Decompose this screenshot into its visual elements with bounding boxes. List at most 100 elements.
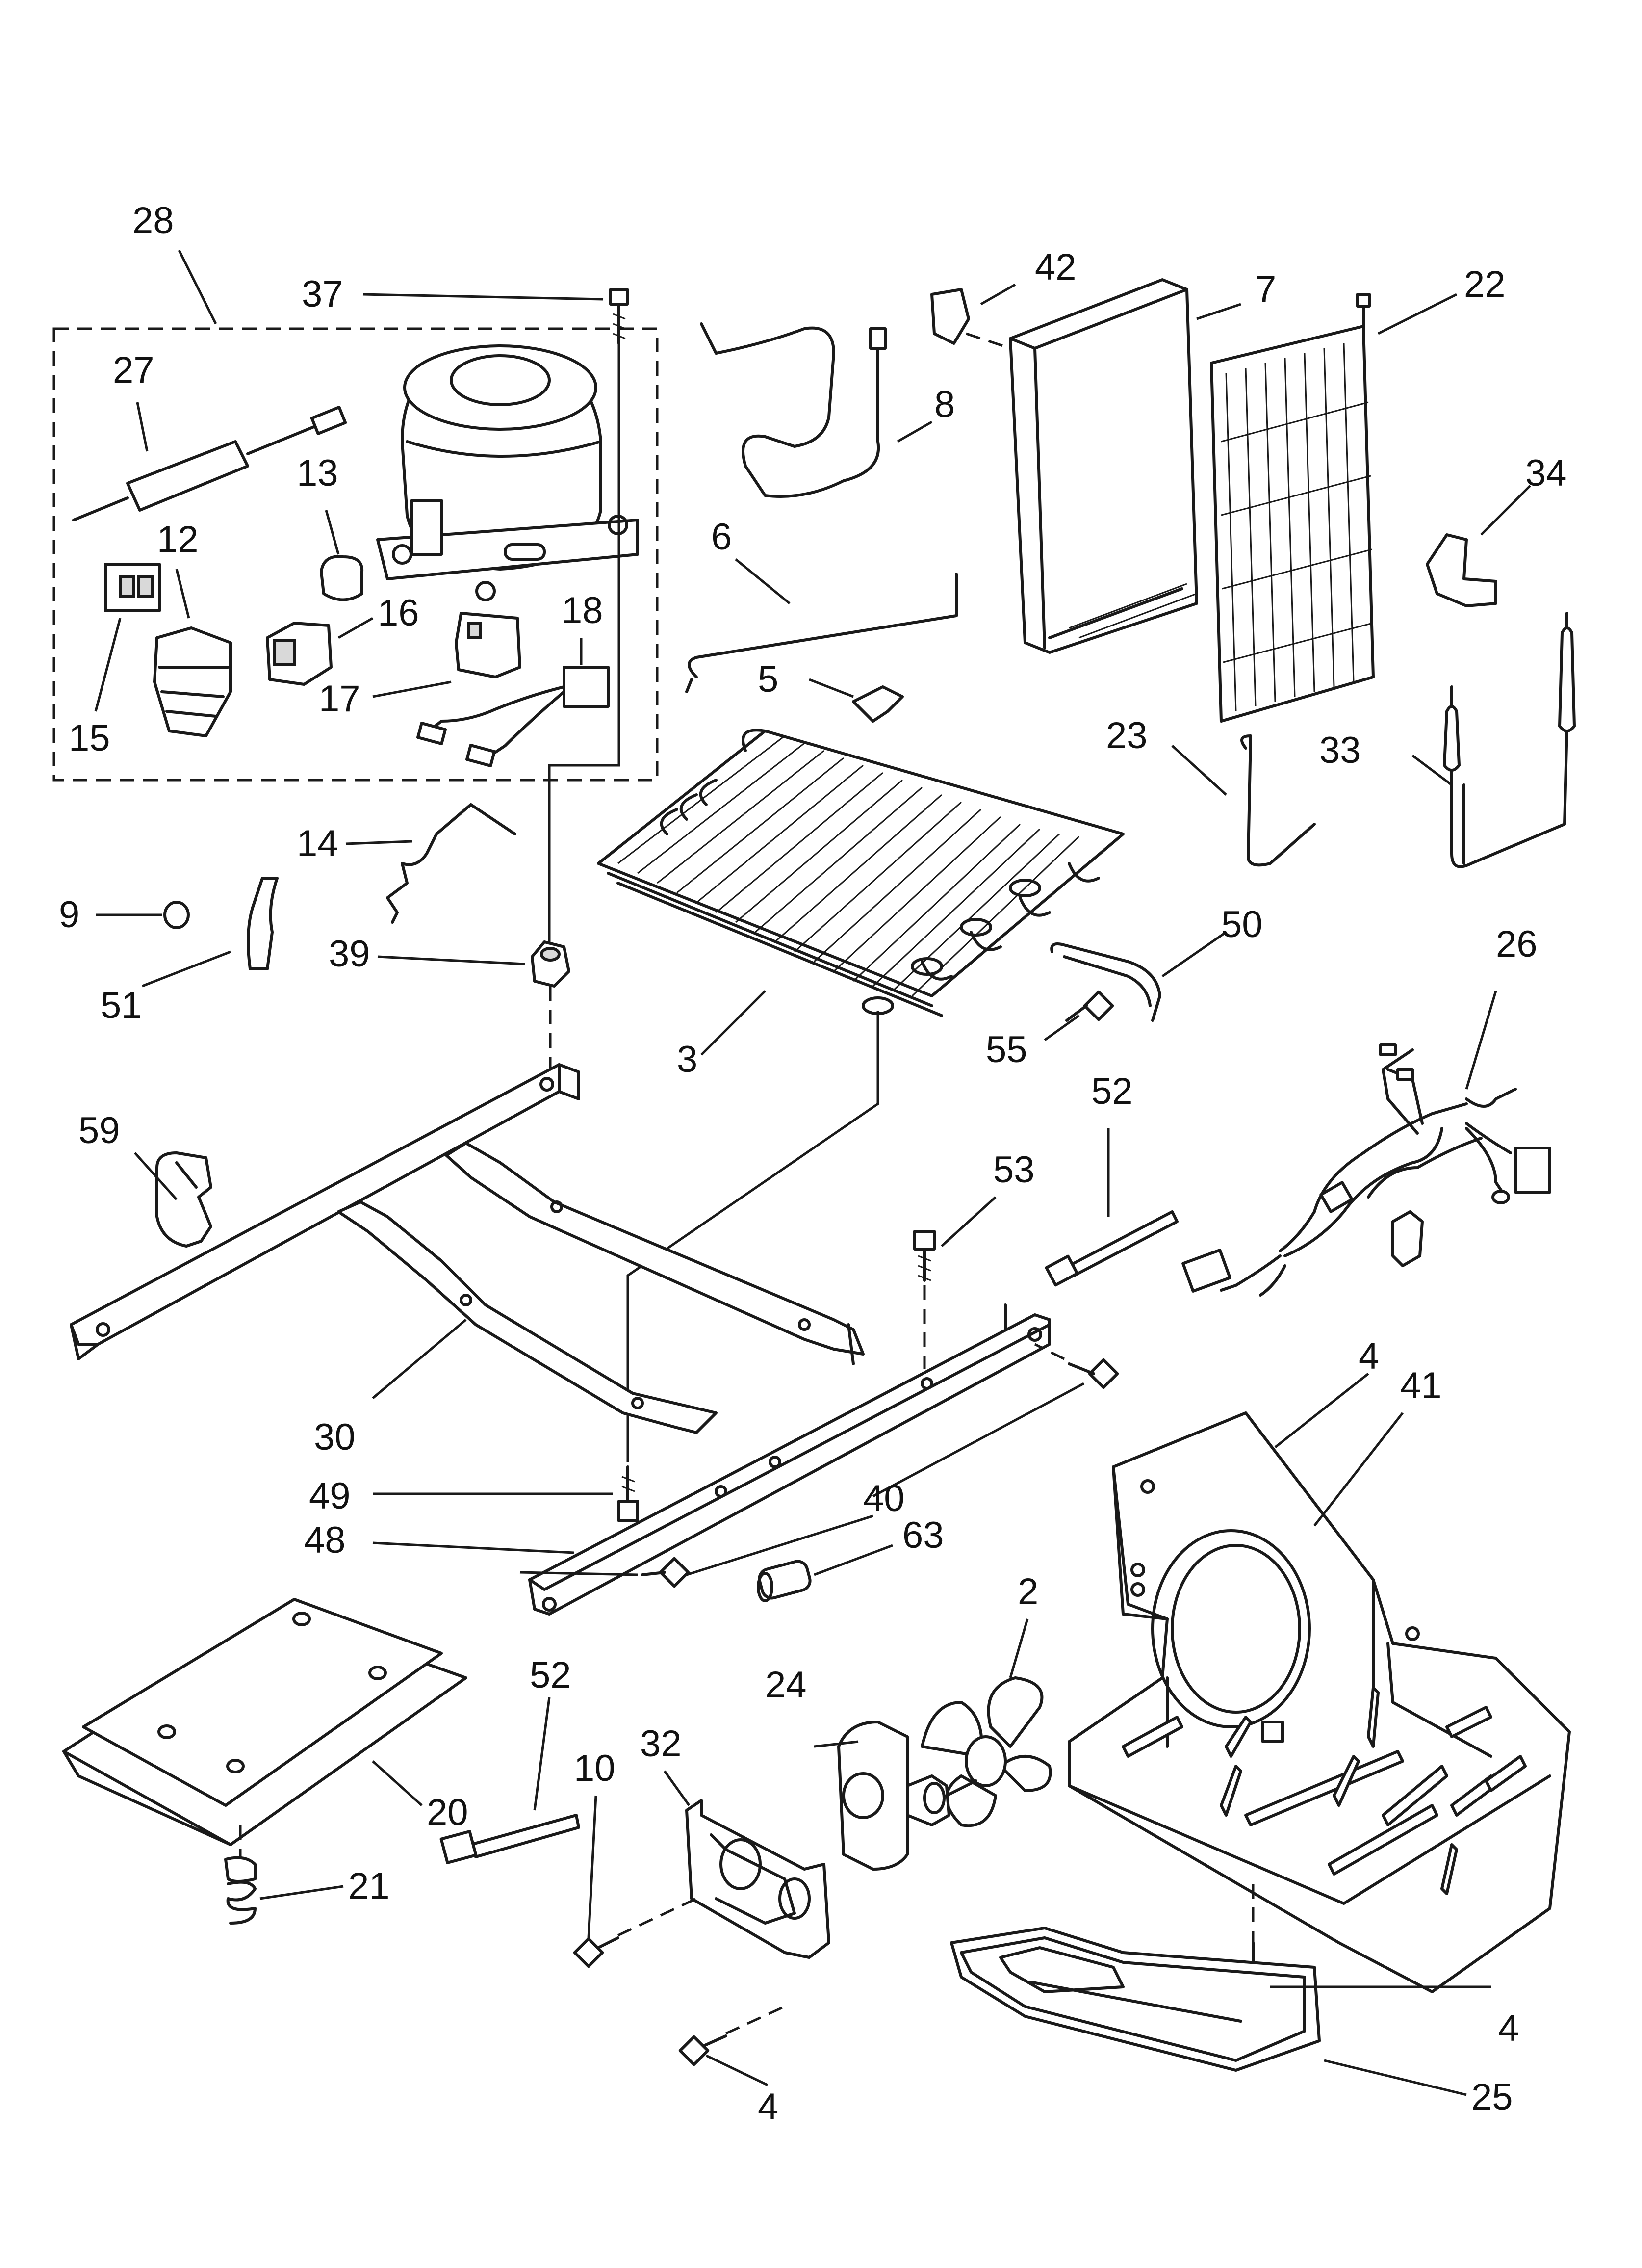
callout-13: 13 bbox=[297, 452, 338, 494]
callout-40: 40 bbox=[863, 1478, 905, 1519]
callout-37: 37 bbox=[302, 273, 343, 315]
spring-part[interactable] bbox=[224, 1856, 257, 1925]
overload-part[interactable] bbox=[104, 563, 161, 612]
drip-tray-cover[interactable] bbox=[62, 1598, 467, 1846]
base-frame[interactable] bbox=[70, 1063, 865, 1434]
cable-tie[interactable] bbox=[1045, 1210, 1179, 1287]
screw-icon bbox=[617, 1465, 639, 1522]
leader-37 bbox=[362, 293, 604, 301]
wire-harness[interactable] bbox=[1181, 1043, 1551, 1297]
suction-tube[interactable] bbox=[700, 322, 887, 498]
drier-tube[interactable] bbox=[1443, 612, 1576, 868]
leader-10 bbox=[587, 1795, 597, 1938]
evaporator-cover[interactable] bbox=[1009, 278, 1198, 654]
leader-59 bbox=[134, 1152, 178, 1200]
ground-wire[interactable] bbox=[386, 803, 516, 924]
harness-clip[interactable] bbox=[155, 1151, 212, 1248]
callout-18: 18 bbox=[562, 590, 603, 631]
screw-icon bbox=[1034, 1343, 1119, 1389]
clip-part[interactable] bbox=[320, 555, 364, 601]
wire-bracket[interactable] bbox=[1240, 734, 1316, 867]
callout-41: 41 bbox=[1400, 1365, 1442, 1407]
filter-drier[interactable] bbox=[72, 405, 347, 521]
callout-4c: 4 bbox=[1498, 2007, 1519, 2049]
callout-48: 48 bbox=[304, 1519, 346, 1561]
compressor-mount[interactable] bbox=[531, 940, 570, 988]
hose-clamp[interactable] bbox=[1050, 942, 1161, 1022]
leader-48 bbox=[372, 1541, 574, 1554]
screw-icon bbox=[913, 1230, 936, 1282]
cover-part[interactable] bbox=[266, 622, 333, 686]
callout-6: 6 bbox=[711, 516, 732, 558]
callout-16: 16 bbox=[378, 592, 419, 634]
cable-tie[interactable] bbox=[439, 1814, 580, 1864]
callout-26: 26 bbox=[1496, 923, 1538, 965]
motor-bracket[interactable] bbox=[685, 1799, 830, 1959]
leader-41 bbox=[1313, 1412, 1404, 1527]
callout-10: 10 bbox=[574, 1747, 616, 1789]
leader-34 bbox=[1480, 485, 1531, 536]
screw-icon bbox=[573, 1897, 697, 1968]
leader-13 bbox=[325, 510, 340, 555]
drain-pan[interactable] bbox=[950, 1927, 1321, 2072]
retainer-clip[interactable] bbox=[930, 288, 970, 345]
callout-32: 32 bbox=[640, 1723, 682, 1765]
callout-4a: 4 bbox=[1359, 1335, 1379, 1377]
callout-21: 21 bbox=[348, 1865, 390, 1907]
machine-compartment-base[interactable] bbox=[1068, 1411, 1571, 1993]
tube-clip[interactable] bbox=[1426, 533, 1497, 607]
evaporator-coil[interactable] bbox=[1210, 293, 1375, 723]
callout-25: 25 bbox=[1471, 2076, 1513, 2118]
condenser-coil[interactable] bbox=[597, 729, 1125, 1017]
leader-6 bbox=[735, 558, 791, 604]
callout-55: 55 bbox=[986, 1029, 1027, 1070]
compressor[interactable] bbox=[376, 344, 639, 601]
callout-34: 34 bbox=[1525, 452, 1567, 494]
screw-icon bbox=[609, 288, 629, 345]
callout-17: 17 bbox=[319, 678, 360, 720]
callout-23: 23 bbox=[1106, 715, 1148, 756]
leader-50 bbox=[1161, 931, 1227, 978]
callout-5: 5 bbox=[758, 658, 778, 700]
leader-7 bbox=[1196, 303, 1241, 320]
leader-22 bbox=[1377, 293, 1458, 335]
harness-plug[interactable] bbox=[416, 666, 610, 767]
leader-5 bbox=[809, 678, 854, 698]
callout-4b: 4 bbox=[758, 2086, 778, 2128]
leader-63 bbox=[814, 1544, 893, 1576]
leader-55 bbox=[1044, 1014, 1080, 1042]
callout-3: 3 bbox=[677, 1039, 697, 1080]
callout-15: 15 bbox=[69, 717, 110, 759]
screw-icon bbox=[678, 2005, 786, 2066]
screw-icon bbox=[641, 1557, 690, 1588]
leader-27 bbox=[136, 402, 149, 452]
leader-12 bbox=[175, 569, 190, 619]
heater-rod[interactable] bbox=[685, 573, 958, 693]
callout-2: 2 bbox=[1018, 1571, 1038, 1613]
relay-part[interactable] bbox=[153, 626, 232, 737]
drain-hose[interactable] bbox=[247, 877, 279, 970]
compressor-assembly-box bbox=[52, 327, 659, 782]
callout-20: 20 bbox=[427, 1792, 468, 1833]
callout-7: 7 bbox=[1256, 268, 1276, 310]
leader-51 bbox=[142, 950, 231, 988]
fan-motor[interactable] bbox=[837, 1721, 977, 1871]
leader-3 bbox=[700, 990, 766, 1056]
leader-40a bbox=[872, 1382, 1085, 1498]
leader-52b bbox=[533, 1697, 551, 1811]
leader-16 bbox=[337, 617, 374, 639]
front-rail[interactable] bbox=[528, 1303, 1051, 1616]
connector-part[interactable] bbox=[455, 612, 521, 678]
grommet-part[interactable] bbox=[163, 901, 190, 929]
callout-53: 53 bbox=[993, 1149, 1035, 1191]
condenser-clip[interactable] bbox=[852, 685, 904, 723]
leader-14 bbox=[345, 840, 412, 845]
bushing-part[interactable] bbox=[757, 1559, 812, 1602]
leader-21 bbox=[259, 1885, 344, 1900]
leader-24 bbox=[814, 1740, 859, 1748]
leader-42 bbox=[980, 283, 1016, 306]
callout-30: 30 bbox=[314, 1416, 356, 1458]
callout-42: 42 bbox=[1035, 246, 1077, 288]
leader-40b bbox=[686, 1514, 873, 1576]
